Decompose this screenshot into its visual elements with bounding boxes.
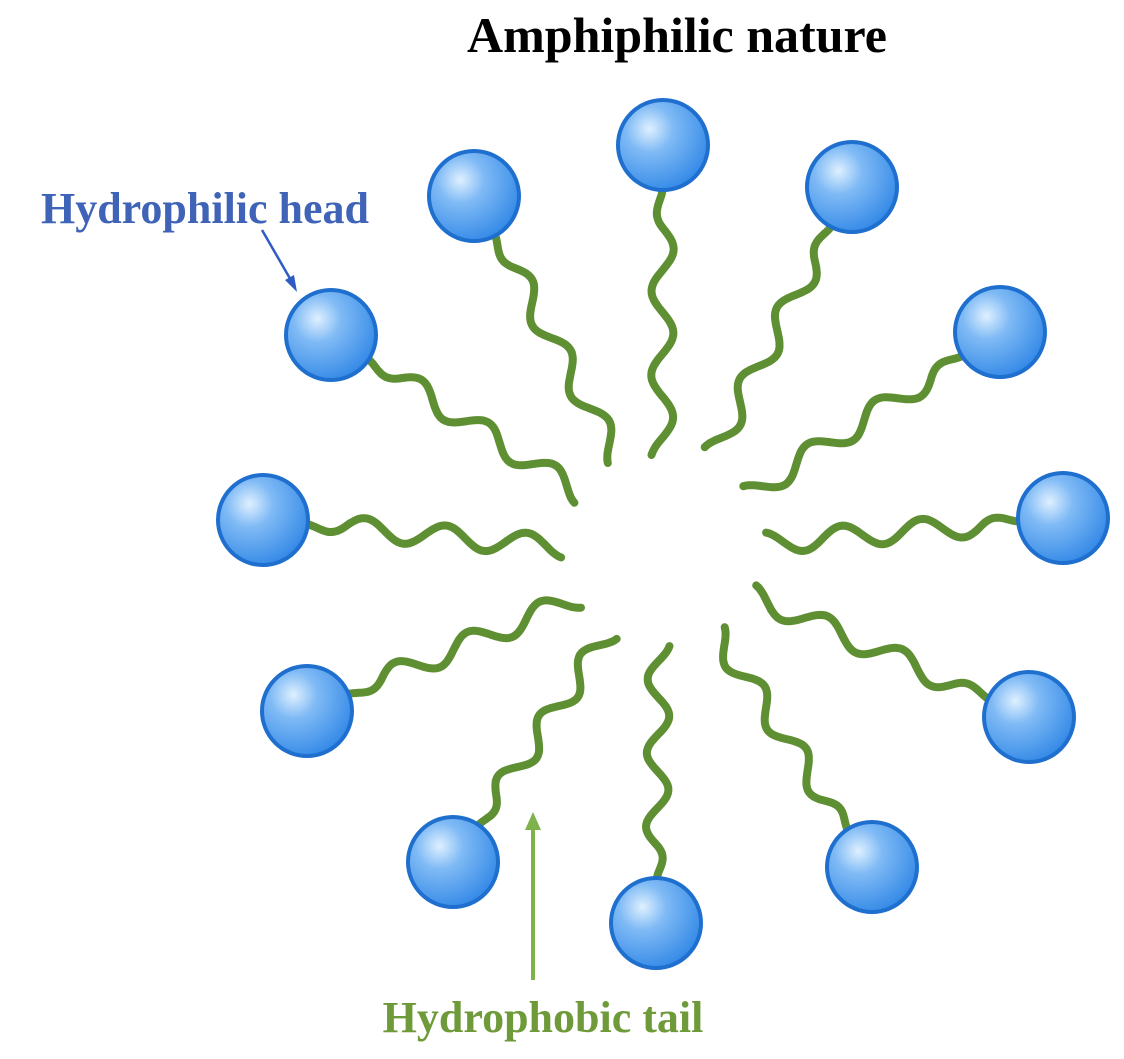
- hydrophilic-head-8: [406, 815, 500, 909]
- hydrophobic-tail-10: [299, 514, 566, 562]
- hydrophilic-head-4: [1016, 471, 1110, 565]
- hydrophobic-tail-9: [340, 596, 585, 700]
- head-label-arrowhead: [285, 275, 297, 292]
- head-label-arrow: [260, 229, 294, 283]
- hydrophilic-head-11: [284, 288, 378, 382]
- hydrophilic-head-10: [216, 473, 310, 567]
- diagram-title: Amphiphilic nature: [467, 7, 887, 63]
- tails-group: [299, 182, 1027, 886]
- hydrophilic-head-label: Hydrophilic head: [41, 184, 369, 233]
- hydrophilic-head-3: [953, 285, 1047, 379]
- hydrophilic-head-9: [260, 664, 354, 758]
- hydrophilic-head-6: [825, 820, 919, 914]
- hydrophobic-tail-1: [647, 182, 678, 459]
- hydrophobic-tail-label: Hydrophobic tail: [383, 993, 704, 1042]
- hydrophobic-tail-4: [762, 513, 1027, 555]
- heads-group: [216, 98, 1110, 970]
- hydrophilic-head-12: [427, 149, 521, 243]
- hydrophilic-head-1: [616, 98, 710, 192]
- tail-label-arrowhead: [525, 812, 541, 830]
- hydrophobic-tail-8: [472, 634, 621, 832]
- hydrophobic-tail-12: [489, 228, 616, 467]
- hydrophobic-tail-5: [752, 581, 996, 705]
- hydrophobic-tail-11: [361, 353, 579, 507]
- hydrophobic-tail-2: [700, 219, 838, 452]
- hydrophilic-head-2: [805, 140, 899, 234]
- hydrophobic-tail-3: [739, 350, 970, 492]
- hydrophobic-tail-7: [642, 642, 674, 886]
- hydrophobic-tail-6: [719, 623, 854, 837]
- hydrophilic-head-5: [982, 670, 1076, 764]
- hydrophilic-head-7: [609, 876, 703, 970]
